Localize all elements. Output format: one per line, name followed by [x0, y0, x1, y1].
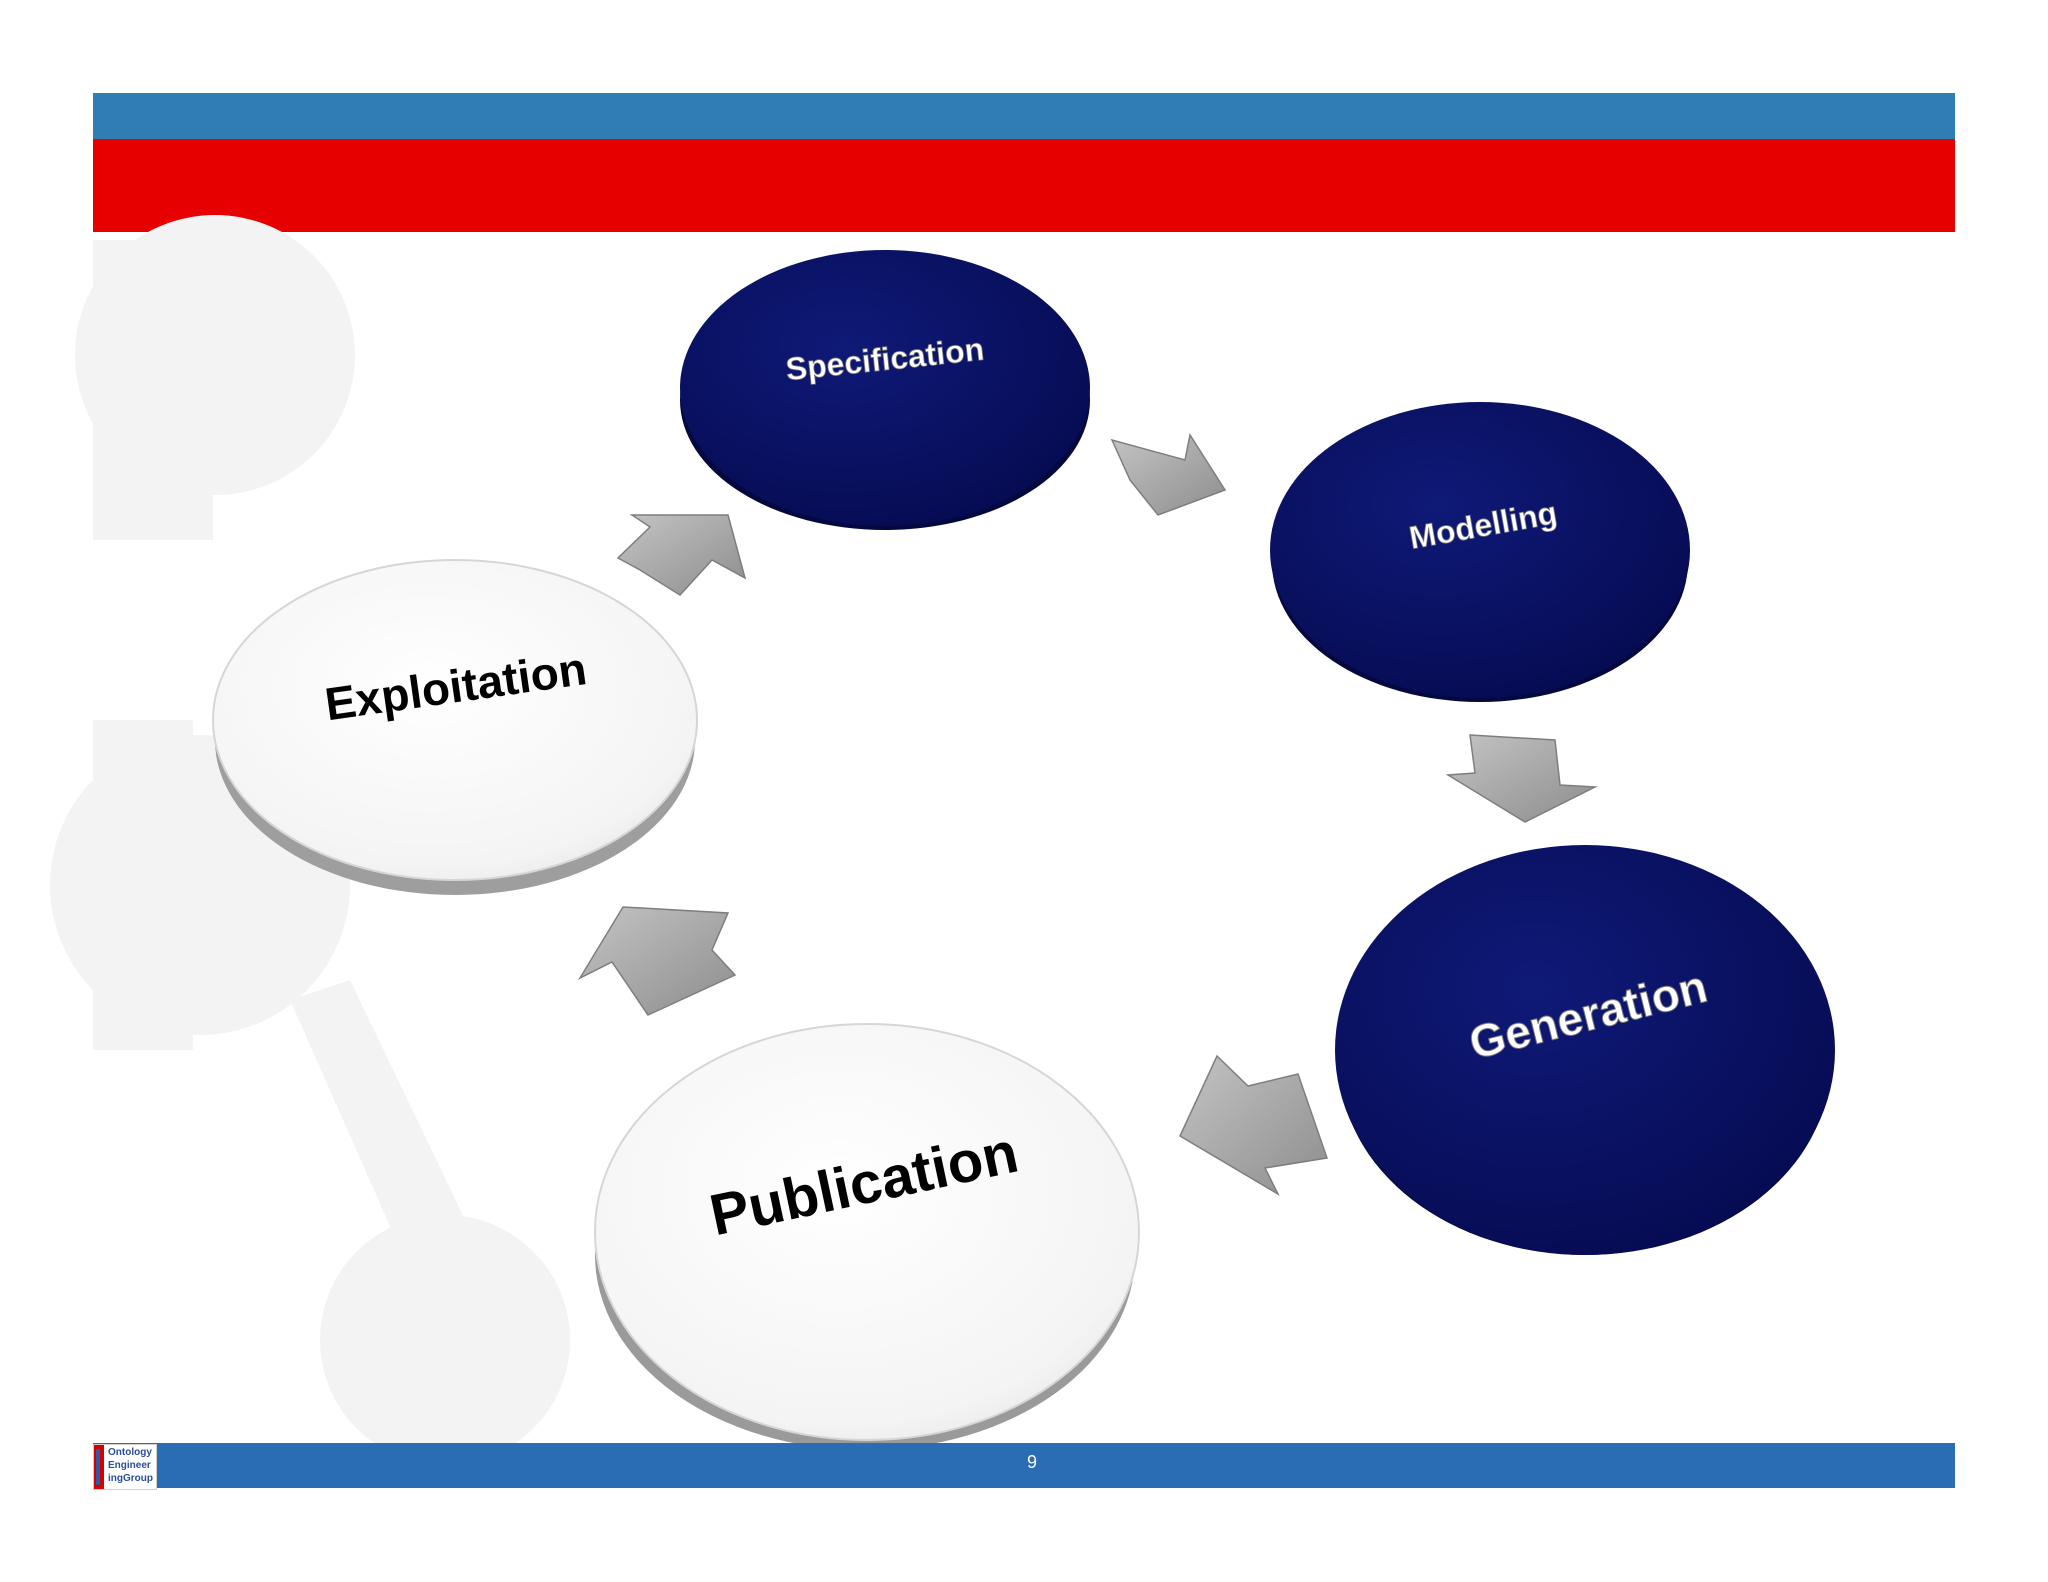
stage-generation: Generation	[1335, 845, 1835, 1255]
arrow-exploitation-to-specification	[616, 514, 747, 596]
header-red-band	[93, 139, 1955, 232]
stage-specification: Specification	[680, 250, 1090, 530]
logo-text-line-2: Engineer	[108, 1460, 151, 1471]
page-number: 9	[1026, 1452, 1037, 1472]
logo-text-line-1: Ontology	[108, 1447, 152, 1458]
arrow-modelling-to-generation	[1445, 734, 1598, 823]
ontology-engineering-group-logo: Ontology Engineer ingGroup	[93, 1444, 157, 1490]
header-blue-band	[93, 93, 1955, 139]
stage-exploitation: Exploitation	[212, 559, 698, 895]
arrow-publication-to-exploitation	[578, 906, 737, 1016]
logo-text-line-3: ingGroup	[108, 1473, 153, 1484]
arrow-generation-to-publication	[1179, 1054, 1329, 1196]
stage-modelling: Modelling	[1270, 402, 1690, 702]
stage-publication: Publication	[594, 1023, 1140, 1450]
footer-bar	[93, 1443, 1955, 1488]
arrow-specification-to-modelling	[1110, 433, 1227, 516]
